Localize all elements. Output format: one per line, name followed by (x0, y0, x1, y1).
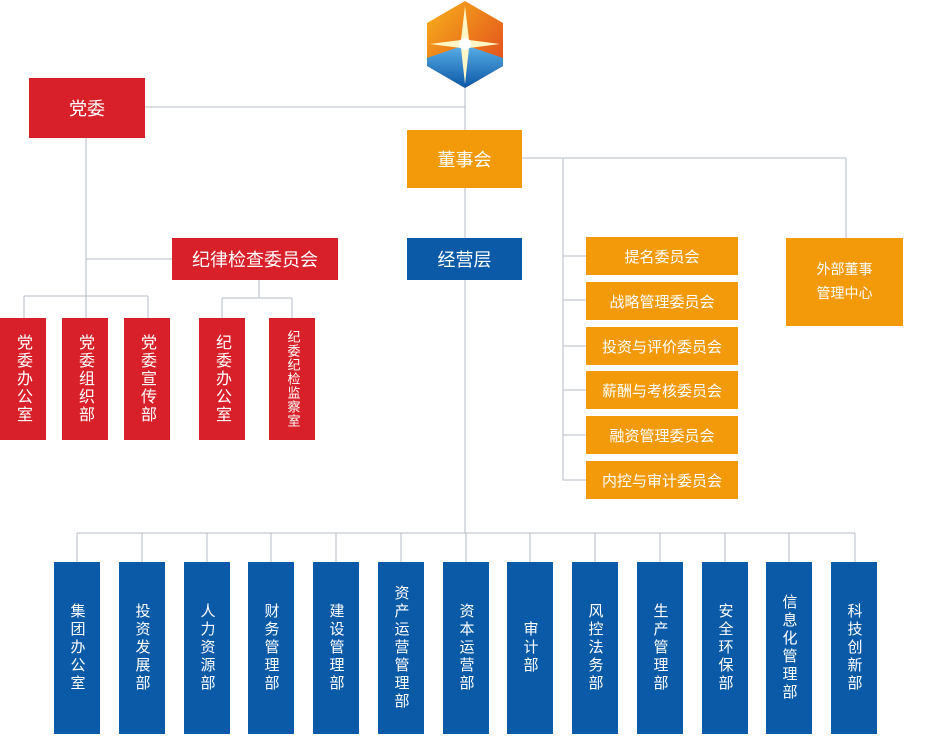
department-box: 建设管理部 (313, 562, 359, 734)
department-box: 生产管理部 (637, 562, 683, 734)
board-label: 董事会 (437, 150, 492, 171)
department-label: 集团办公室 (68, 603, 87, 693)
committee-box: 薪酬与考核委员会 (586, 371, 738, 409)
discipline-committee-label: 纪律检查委员会 (192, 250, 318, 271)
department-box: 财务管理部 (248, 562, 294, 734)
department-label: 资产运营管理部 (392, 585, 411, 711)
department-box: 安全环保部 (702, 562, 748, 734)
department-label: 风控法务部 (586, 603, 605, 693)
committee-label: 投资与评价委员会 (601, 337, 722, 356)
department-box: 科技创新部 (831, 562, 877, 734)
discipline-inspection-label: 纪委纪检监察室 (284, 330, 300, 428)
department-box: 审计部 (507, 562, 553, 734)
party-office-box: 党委办公室 (0, 318, 46, 440)
department-box: 资产运营管理部 (378, 562, 424, 734)
party-publicity-label: 党委宣传部 (138, 334, 157, 424)
discipline-office-label: 纪委办公室 (213, 334, 232, 424)
department-label: 人力资源部 (198, 603, 217, 693)
department-box: 投资发展部 (119, 562, 165, 734)
department-label: 资本运营部 (457, 603, 476, 693)
discipline-office-box: 纪委办公室 (199, 318, 245, 440)
external-director-center-label: 外部董事 管理中心 (816, 262, 873, 302)
department-label: 安全环保部 (716, 603, 735, 693)
discipline-inspection-box: 纪委纪检监察室 (269, 318, 315, 440)
committee-box: 投资与评价委员会 (586, 327, 738, 365)
department-box: 风控法务部 (572, 562, 618, 734)
board-box: 董事会 (407, 130, 522, 188)
party-organization-label: 党委组织部 (76, 334, 95, 424)
department-box: 人力资源部 (184, 562, 230, 734)
external-director-center-box: 外部董事 管理中心 (786, 238, 903, 326)
department-label: 信息化管理部 (780, 594, 799, 702)
department-box: 信息化管理部 (766, 562, 812, 734)
party-organization-box: 党委组织部 (62, 318, 108, 440)
committee-label: 内控与审计委员会 (601, 471, 722, 490)
committee-label: 薪酬与考核委员会 (601, 381, 722, 400)
discipline-committee-box: 纪律检查委员会 (172, 238, 338, 280)
committee-label: 提名委员会 (624, 247, 700, 266)
party-committee-label: 党委 (69, 99, 105, 120)
party-office-label: 党委办公室 (14, 334, 33, 424)
hexagon-star-logo-icon (427, 1, 503, 88)
committee-box: 提名委员会 (586, 237, 738, 275)
committee-box: 融资管理委员会 (586, 416, 738, 454)
department-label: 科技创新部 (845, 603, 864, 693)
committee-label: 融资管理委员会 (609, 426, 715, 445)
department-box: 资本运营部 (443, 562, 489, 734)
management-box: 经营层 (407, 238, 522, 280)
party-committee-box: 党委 (29, 78, 145, 138)
department-box: 集团办公室 (54, 562, 100, 734)
department-label: 财务管理部 (262, 603, 281, 693)
department-label: 建设管理部 (327, 603, 346, 693)
department-label: 投资发展部 (133, 603, 152, 693)
party-publicity-box: 党委宣传部 (124, 318, 170, 440)
committee-box: 内控与审计委员会 (586, 461, 738, 499)
department-label: 生产管理部 (651, 603, 670, 693)
committee-box: 战略管理委员会 (586, 282, 738, 320)
department-label: 审计部 (521, 621, 540, 675)
management-label: 经营层 (437, 250, 492, 271)
committee-label: 战略管理委员会 (609, 292, 715, 311)
